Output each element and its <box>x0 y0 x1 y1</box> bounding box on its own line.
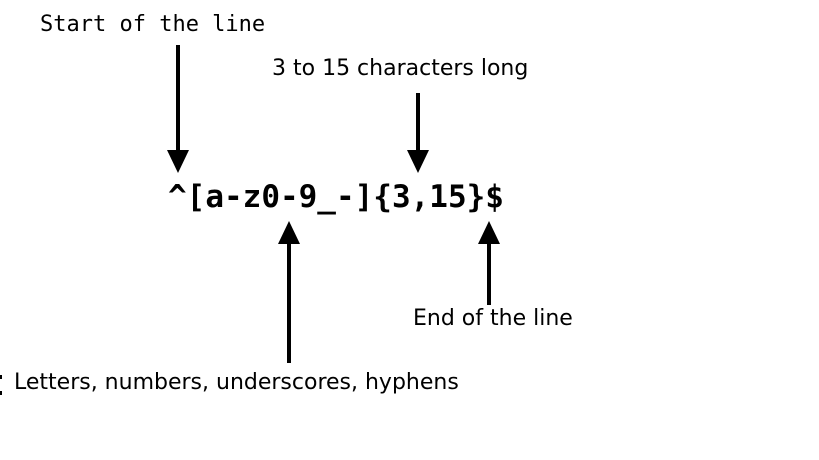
annotation-label-length-quantifier: 3 to 15 characters long <box>272 56 529 81</box>
regex-expression: ^[a-z0-9_-]{3,15}$ <box>168 179 504 215</box>
annotation-label-start-of-line: Start of the line <box>40 12 266 37</box>
arrow-end-of-line <box>478 221 500 305</box>
arrow-character-class <box>278 221 300 363</box>
arrow-length-quantifier <box>407 93 429 173</box>
clipped-glyph-fragment-lower <box>0 391 2 395</box>
annotation-label-character-class: Letters, numbers, underscores, hyphens <box>14 370 459 395</box>
clipped-glyph-fragment-upper <box>0 375 2 379</box>
annotation-label-end-of-line: End of the line <box>413 306 573 331</box>
arrow-start-of-line <box>167 45 189 173</box>
